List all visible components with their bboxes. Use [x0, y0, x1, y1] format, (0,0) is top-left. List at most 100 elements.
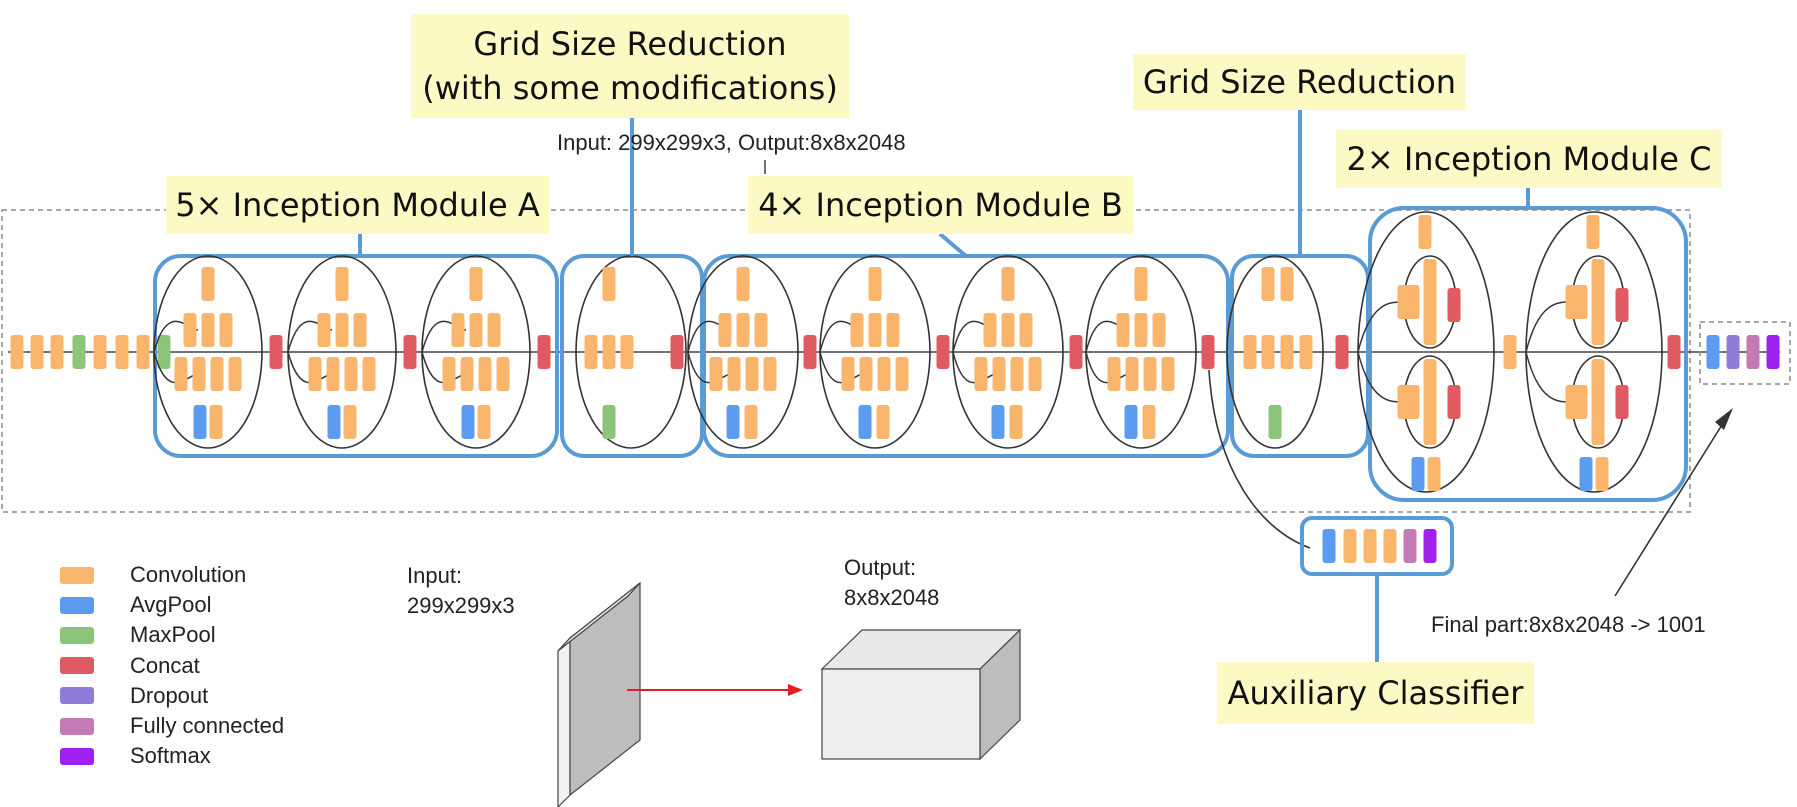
- label-grid-size-reduction-1-line1: Grid Size Reduction: [473, 25, 787, 63]
- layer-block: [469, 313, 483, 347]
- layer-block: [461, 405, 475, 439]
- legend-swatch: [60, 717, 94, 735]
- layer-block: [1403, 529, 1417, 563]
- layer-block: [895, 357, 909, 391]
- concat-block: [1201, 335, 1215, 369]
- layer-block: [974, 357, 988, 391]
- connector-module-b: [938, 232, 968, 258]
- layer-block: [1423, 529, 1437, 563]
- network-frame: [1, 209, 1691, 513]
- concat-block: [1069, 335, 1083, 369]
- legend-item: MaxPool: [60, 620, 284, 650]
- layer-block: [201, 313, 215, 347]
- legend-label: Convolution: [130, 562, 247, 588]
- legend-label: Fully connected: [130, 713, 285, 739]
- layer-block: [1591, 285, 1605, 319]
- auxiliary-branch-curve: [1208, 369, 1311, 549]
- stem-block: [115, 335, 129, 369]
- layer-block: [983, 313, 997, 347]
- final-part-arrow: [1614, 419, 1726, 597]
- layer-block: [469, 267, 483, 301]
- layer-block: [487, 313, 501, 347]
- layer-block: [1418, 215, 1432, 249]
- layer-block: [1427, 457, 1441, 491]
- concat-block: [537, 335, 551, 369]
- layer-block: [1010, 357, 1024, 391]
- layer-block: [620, 335, 634, 369]
- layer-block: [1423, 311, 1437, 345]
- layer-block: [442, 357, 456, 391]
- layer-block: [1447, 288, 1461, 322]
- concat-block: [936, 335, 950, 369]
- layer-block: [1142, 405, 1156, 439]
- io-caption: Input: 299x299x3, Output:8x8x2048: [557, 130, 906, 155]
- layer-block: [1586, 215, 1600, 249]
- layer-block: [868, 267, 882, 301]
- layer-block: [1423, 359, 1437, 393]
- layer-block: [992, 357, 1006, 391]
- layer-block: [876, 405, 890, 439]
- layer-block: [754, 313, 768, 347]
- branch-curve: [1525, 301, 1573, 353]
- layer-block: [709, 357, 723, 391]
- legend-item: Dropout: [60, 681, 284, 711]
- layer-block: [1423, 285, 1437, 319]
- layer-block: [745, 357, 759, 391]
- legend-item: Softmax: [60, 741, 284, 771]
- layer-block: [1152, 313, 1166, 347]
- layer-block: [584, 335, 598, 369]
- final-part-box: [1699, 321, 1791, 385]
- layer-block: [850, 313, 864, 347]
- concat-block: [1335, 335, 1349, 369]
- layer-block: [353, 313, 367, 347]
- layer-block: [1383, 529, 1397, 563]
- layer-block: [1579, 457, 1593, 491]
- layer-block: [1268, 405, 1282, 439]
- stem-block: [157, 335, 171, 369]
- stem-block: [72, 335, 86, 369]
- legend-label: Concat: [130, 652, 200, 678]
- layer-block: [496, 357, 510, 391]
- label-auxiliary-classifier: Auxiliary Classifier: [1217, 662, 1534, 724]
- layer-block: [1107, 357, 1121, 391]
- layer-block: [1423, 411, 1437, 445]
- concat-block: [670, 335, 684, 369]
- connector-block: [1503, 335, 1517, 369]
- legend-label: Dropout: [130, 682, 209, 708]
- layer-block: [1565, 285, 1579, 319]
- label-module-a: 5× Inception Module A: [166, 176, 549, 234]
- layer-block: [228, 357, 242, 391]
- layer-block: [1766, 335, 1780, 369]
- concat-block: [1667, 335, 1681, 369]
- layer-block: [1001, 313, 1015, 347]
- layer-block: [362, 357, 376, 391]
- layer-block: [335, 267, 349, 301]
- layer-block: [1746, 335, 1760, 369]
- layer-block: [335, 313, 349, 347]
- layer-block: [183, 313, 197, 347]
- output-cube-front: [821, 668, 981, 760]
- module-b-box: [702, 254, 1230, 458]
- layer-block: [991, 405, 1005, 439]
- layer-block: [1447, 385, 1461, 419]
- label-module-c: 2× Inception Module C: [1336, 130, 1722, 188]
- final-part-arrowhead: [1715, 408, 1733, 430]
- legend-label: AvgPool: [130, 592, 212, 618]
- layer-block: [1591, 359, 1605, 393]
- layer-block: [858, 405, 872, 439]
- layer-block: [1615, 288, 1629, 322]
- legend-swatch: [60, 747, 94, 765]
- input-slab-top: [557, 582, 641, 652]
- layer-block: [1423, 385, 1437, 419]
- label-grid-size-reduction-1-line2: (with some modifications): [422, 69, 838, 107]
- label-module-b: 4× Inception Module B: [748, 176, 1133, 234]
- stem-block: [30, 335, 44, 369]
- legend: Convolution AvgPool MaxPool Concat Dropo…: [60, 560, 284, 771]
- layer-block: [602, 335, 616, 369]
- layer-block: [1615, 385, 1629, 419]
- layer-block: [859, 357, 873, 391]
- final-part-caption: Final part:8x8x2048 -> 1001: [1431, 612, 1706, 637]
- layer-block: [327, 405, 341, 439]
- layer-block: [886, 313, 900, 347]
- concat-block: [269, 335, 283, 369]
